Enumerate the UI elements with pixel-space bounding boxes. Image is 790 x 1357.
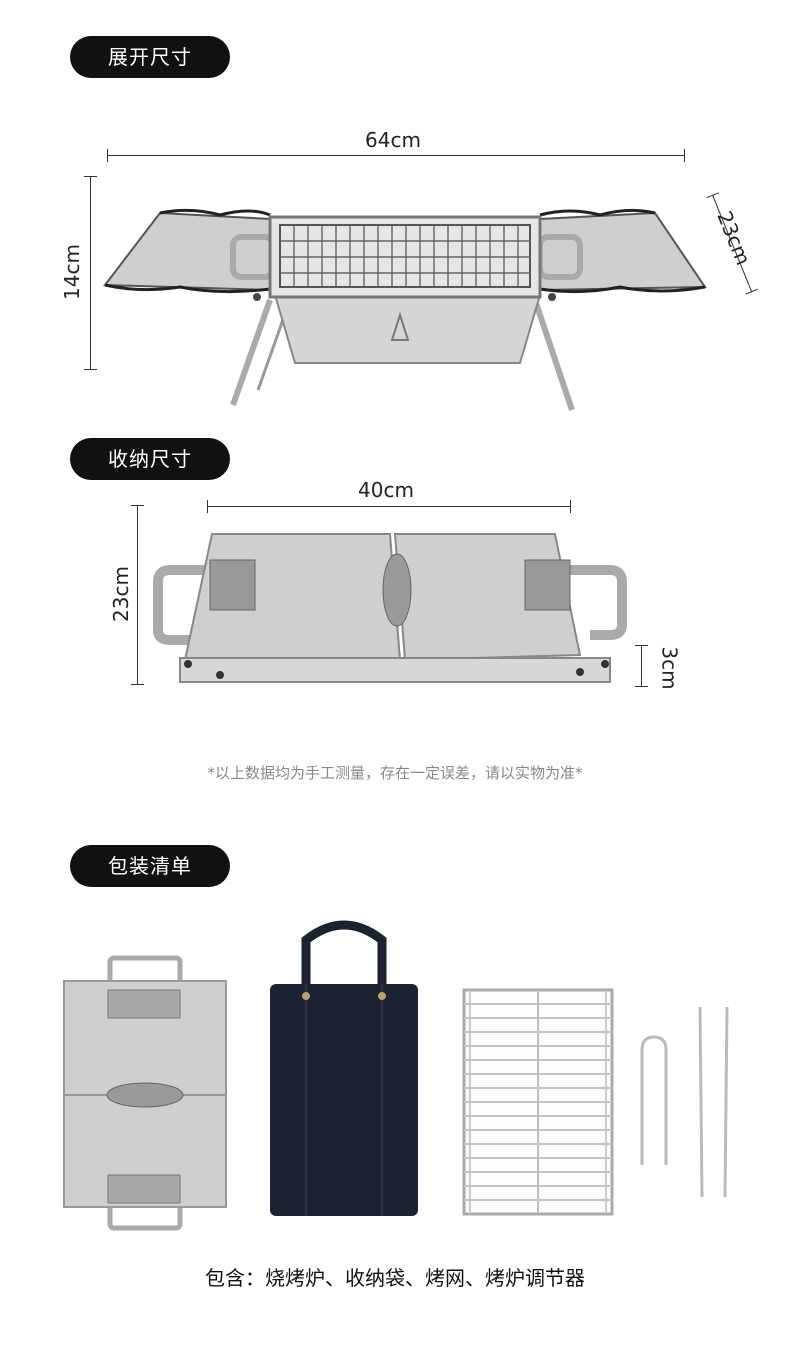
package-grill-net-image [462,988,614,1216]
folded-height-line [131,505,144,685]
section-title-expanded: 展开尺寸 [70,36,230,78]
folded-grill-image [153,533,627,683]
package-adjuster-image [640,1006,729,1198]
expanded-height-label: 14cm [59,244,84,300]
package-includes-text: 包含：烧烤炉、收纳袋、烤网、烤炉调节器 [205,1266,585,1290]
folded-height-label: 23cm [108,566,133,622]
expanded-width-label: 64cm [365,128,421,152]
expanded-width-line [107,149,685,162]
section-title-package: 包装清单 [70,845,230,887]
expanded-grill-image [103,208,707,411]
section-title-folded: 收纳尺寸 [70,438,230,480]
package-bag-image [270,920,418,1216]
folded-width-label: 40cm [358,478,414,502]
folded-thickness-label: 3cm [657,646,682,690]
folded-width-line [207,500,571,513]
expanded-height-line [84,176,97,370]
measurement-note: *以上数据均为手工测量，存在一定误差，请以实物为准* [207,764,583,782]
expanded-depth-label: 23cm [712,207,756,269]
package-grill-image [63,955,227,1231]
folded-thickness-line [635,645,648,687]
